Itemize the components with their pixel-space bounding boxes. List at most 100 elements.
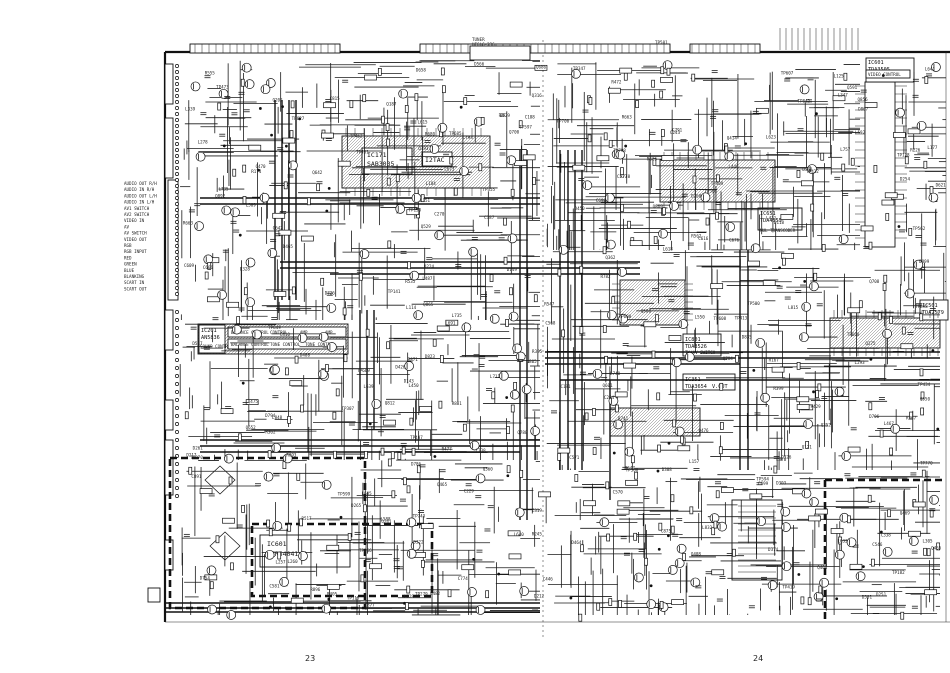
resistor: [420, 194, 425, 203]
designator: C698: [596, 198, 607, 203]
designator: D754: [200, 576, 211, 581]
pin: [175, 184, 179, 188]
label-box: [301, 235, 314, 242]
resistor: [630, 455, 635, 464]
transistor: [207, 604, 217, 615]
designator: TP434: [918, 382, 931, 387]
pin: [175, 366, 179, 370]
label-box: [756, 107, 769, 114]
designator: Q652: [246, 425, 257, 430]
designator: L328: [240, 266, 251, 271]
resistor: [713, 520, 718, 529]
resistor: [732, 548, 736, 557]
designator: R741: [618, 416, 629, 421]
designator: L411: [766, 215, 777, 220]
resistor: [660, 66, 665, 75]
left-label: AUDIO IN L/H: [124, 200, 155, 205]
resistor: [349, 100, 354, 109]
resistor: [243, 287, 248, 296]
designator: TP870: [190, 455, 203, 460]
designator: TP473: [216, 84, 229, 89]
designator: D149: [507, 267, 518, 272]
resistor: [578, 613, 583, 622]
designator: TP158: [408, 208, 421, 213]
junction: [612, 451, 616, 455]
transistor: [658, 228, 668, 239]
resistor: [867, 494, 872, 503]
pin: [175, 318, 179, 322]
resistor: [335, 388, 340, 397]
pin: [175, 350, 179, 354]
label-box: [272, 212, 286, 219]
resistor: [561, 329, 565, 338]
label-box: [625, 479, 638, 486]
designator: L877: [365, 602, 376, 607]
tuner-label: TUNER: [472, 37, 485, 42]
designator: C191: [560, 384, 571, 389]
designator: R367: [906, 416, 917, 421]
designator: L805: [527, 359, 538, 364]
designator: TP409: [711, 181, 724, 186]
resistor: [587, 134, 592, 143]
label-box: [849, 563, 863, 570]
resistor: [901, 326, 906, 335]
label-box: [282, 137, 296, 144]
designator: TP347: [573, 66, 586, 71]
resistor: [397, 452, 402, 460]
label-box: [614, 391, 628, 398]
resistor: [242, 164, 247, 173]
resistor: [796, 170, 801, 178]
ic601-video-block: IC601 TDA3505 VIDEO CONTROL: [855, 57, 915, 248]
designator: D658: [416, 68, 427, 73]
junction: [339, 515, 343, 519]
pin: [175, 124, 179, 128]
resistor: [204, 271, 209, 280]
resistor: [411, 447, 416, 456]
designator: L157: [689, 459, 700, 464]
label-box: [749, 493, 763, 500]
designator: C577: [617, 174, 628, 179]
resistor: [347, 533, 352, 541]
resistor: [843, 72, 848, 81]
junction: [270, 133, 273, 137]
resistor: [438, 400, 443, 409]
junction: [497, 572, 501, 576]
transistor: [799, 84, 810, 95]
designator: Q469: [900, 511, 911, 516]
label-box: [616, 508, 630, 515]
resistor: [659, 90, 664, 99]
designator: TP842: [797, 98, 810, 103]
resistor: [266, 519, 270, 528]
label-box: [323, 102, 336, 109]
pin: [175, 280, 179, 284]
transistor: [834, 549, 845, 560]
transistor: [270, 364, 280, 375]
resistor: [635, 100, 639, 108]
pin: [175, 486, 179, 490]
resistor: [533, 294, 538, 303]
pin: [175, 438, 179, 442]
junction: [258, 107, 262, 110]
resistor: [603, 132, 608, 141]
designator: L339: [185, 107, 196, 112]
transistor: [231, 324, 242, 335]
resistor: [868, 241, 873, 250]
designator: D303: [776, 481, 787, 486]
resistor: [287, 523, 292, 532]
resistor: [343, 354, 348, 363]
transistor: [904, 288, 915, 299]
pin: [175, 406, 179, 410]
designator: D501: [862, 595, 873, 600]
designator: R782: [600, 274, 611, 279]
transistor: [767, 580, 778, 591]
resistor: [403, 477, 407, 486]
designator: C891: [191, 474, 202, 479]
pin: [175, 310, 179, 314]
resistor: [929, 186, 934, 194]
resistor: [871, 558, 875, 567]
resistor: [386, 341, 390, 350]
transistor: [298, 551, 308, 561]
designator: D251: [876, 592, 887, 597]
designator: TP300: [626, 468, 639, 473]
